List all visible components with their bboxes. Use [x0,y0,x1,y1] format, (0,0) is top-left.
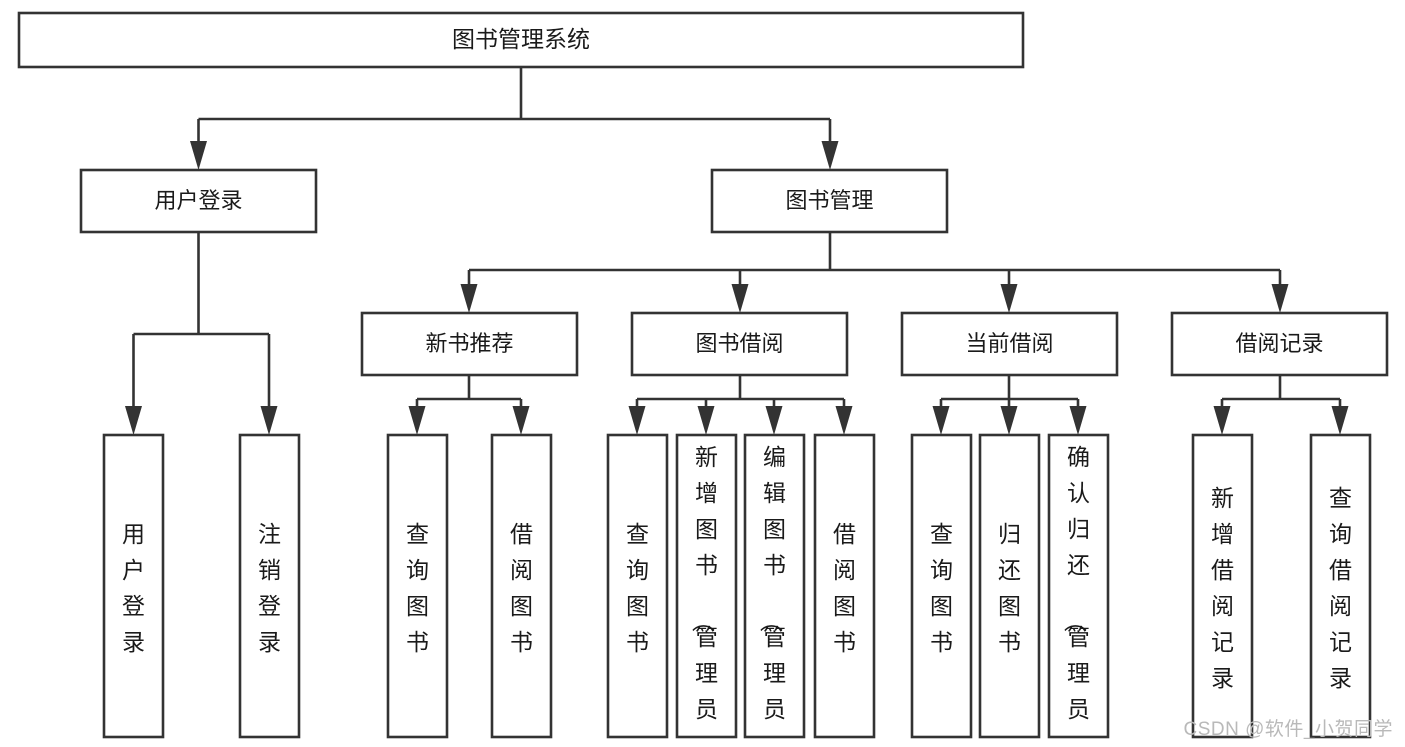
leaf-node[interactable]: 编辑图书（管理员） [743,433,806,747]
leaf-node[interactable]: 新增借阅记录 [1191,433,1254,739]
arrow-new-book-rec [460,284,478,313]
leaf-bb-add-book-box[interactable] [675,433,738,739]
leaf-nbr-borrow-book-box[interactable] [490,433,553,739]
leaf-cb-query-book-box[interactable] [910,433,973,739]
leaf-node[interactable]: 查询借阅记录 [1309,433,1372,739]
leaf-br-add-record-label: 新增借阅记录 [1211,485,1234,691]
leaf-bb-query-book-label: 查询图书 [626,521,649,655]
connector-layer [125,67,1349,435]
arrow-br-leaf-1 [1213,406,1231,435]
node-new-book-rec-label: 新书推荐 [425,331,513,356]
leaf-node[interactable]: 确认归还（管理员） [1047,433,1110,747]
leaf-node[interactable]: 查询图书 [910,433,973,739]
node-user-login-box[interactable] [79,168,318,234]
leaf-br-add-record-box[interactable] [1191,433,1254,739]
leaf-node[interactable]: 借阅图书 [490,433,553,739]
leaf-node[interactable]: 借阅图书 [813,433,876,739]
arrow-bb-leaf-4 [835,406,853,435]
leaf-logout-label: 注销登录 [258,521,281,655]
node-new-book-rec[interactable]: 新书推荐 [360,311,579,377]
leaf-cb-query-book-label: 查询图书 [930,521,953,655]
leaf-bb-add-book-label: 新增图书（管理员） [690,444,718,747]
arrow-nbr-leaf-1 [408,406,426,435]
arrow-bb-leaf-1 [628,406,646,435]
node-book-borrow[interactable]: 图书借阅 [630,311,849,377]
arrow-current-borrow [1000,284,1018,313]
leaf-cb-confirm-return-box[interactable] [1047,433,1110,739]
leaf-node[interactable]: 用户登录 [102,433,165,739]
leaf-user-login-box[interactable] [102,433,165,739]
leaf-br-query-record-label: 查询借阅记录 [1329,485,1352,691]
node-book-manage-label: 图书管理 [785,188,873,213]
arrow-br-leaf-2 [1331,406,1349,435]
arrow-user-login [190,141,207,170]
leaf-node[interactable]: 注销登录 [238,433,301,739]
leaf-nbr-query-book-box[interactable] [386,433,449,739]
node-current-borrow[interactable]: 当前借阅 [900,311,1119,377]
arrow-nbr-leaf-2 [512,406,530,435]
arrow-book-borrow [731,284,749,313]
arrow-user-leaf-2 [260,406,278,435]
leaf-user-login-label: 用户登录 [122,521,145,655]
arrow-cb-leaf-1 [932,406,950,435]
node-current-borrow-box[interactable] [900,311,1119,377]
leaf-br-query-record-box[interactable] [1309,433,1372,739]
leaf-cb-return-book-box[interactable] [978,433,1041,739]
leaf-bb-borrow-book-label: 借阅图书 [833,521,856,655]
node-borrow-record[interactable]: 借阅记录 [1170,311,1389,377]
node-current-borrow-label: 当前借阅 [965,331,1053,356]
node-borrow-record-box[interactable] [1170,311,1389,377]
leaf-bb-borrow-book-box[interactable] [813,433,876,739]
arrow-cb-leaf-3 [1069,406,1087,435]
node-book-manage-box[interactable] [710,168,949,234]
leaf-bb-edit-book-box[interactable] [743,433,806,739]
node-book-manage[interactable]: 图书管理 [710,168,949,234]
leaf-node[interactable]: 新增图书（管理员） [675,433,738,747]
node-new-book-rec-box[interactable] [360,311,579,377]
leaf-node[interactable]: 归还图书 [978,433,1041,739]
leaf-bb-edit-book-label: 编辑图书（管理员） [758,444,786,747]
leaf-nbr-query-book-label: 查询图书 [406,521,429,655]
leaf-bb-query-book-box[interactable] [606,433,669,739]
leaf-logout-box[interactable] [238,433,301,739]
node-root-box[interactable] [17,11,1025,69]
node-user-login[interactable]: 用户登录 [79,168,318,234]
node-user-login-label: 用户登录 [154,188,242,213]
leaf-cb-return-book-label: 归还图书 [998,521,1021,655]
node-book-borrow-label: 图书借阅 [695,331,783,356]
arrow-bb-leaf-3 [765,406,783,435]
node-root-label: 图书管理系统 [452,26,590,52]
node-borrow-record-label: 借阅记录 [1235,331,1323,356]
leaf-node[interactable]: 查询图书 [386,433,449,739]
leaf-cb-confirm-return-label: 确认归还（管理员） [1062,444,1090,747]
node-root[interactable]: 图书管理系统 [17,11,1025,69]
leaf-node[interactable]: 查询图书 [606,433,669,739]
arrow-book-manage [821,141,839,170]
arrow-user-leaf-1 [125,406,142,435]
arrow-bb-leaf-2 [697,406,715,435]
arrow-borrow-record [1271,284,1289,313]
arrow-cb-leaf-2 [1000,406,1018,435]
leaf-nbr-borrow-book-label: 借阅图书 [510,521,533,655]
node-book-borrow-box[interactable] [630,311,849,377]
